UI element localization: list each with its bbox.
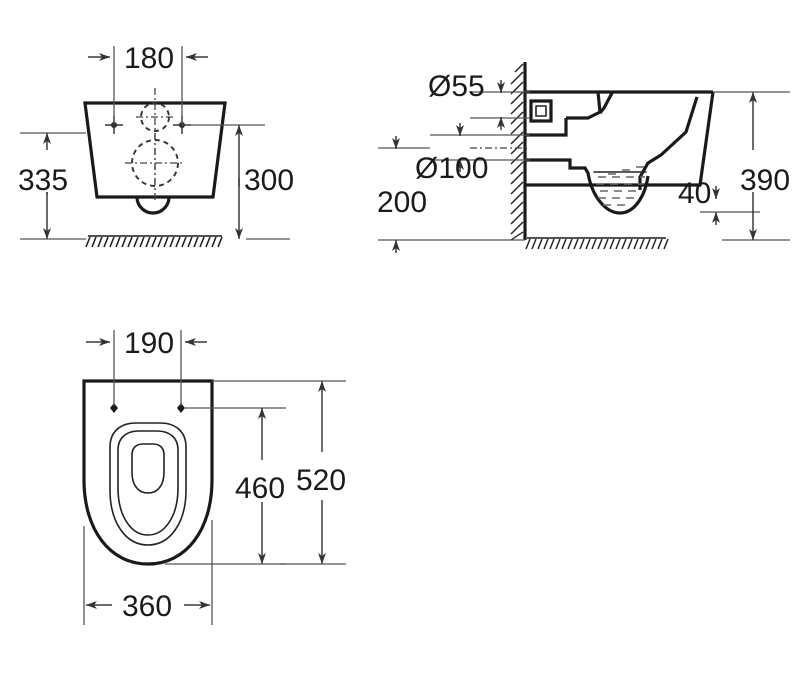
dim-front-300: 300 (182, 124, 314, 240)
top-seat-inner (117, 430, 179, 536)
side-trap-lower (525, 158, 650, 215)
side-outer-profile (611, 91, 715, 187)
side-rim-lip (598, 92, 614, 114)
top-bolt-hole-right (177, 403, 185, 413)
dim-top-460: 460 (165, 407, 298, 565)
dim-top-190-label: 190 (124, 327, 174, 360)
side-bowl-inner-profile (638, 96, 699, 190)
dim-side-40: 40 (678, 177, 760, 225)
top-flush-opening (131, 443, 165, 494)
dim-top-520: 520 (212, 380, 360, 565)
dim-side-390: 390 (713, 91, 800, 241)
front-pan-outline (83, 101, 227, 199)
dim-top-190: 190 (86, 327, 207, 360)
dim-top-360: 360 (83, 520, 213, 625)
dim-front-300-label: 300 (244, 164, 294, 197)
top-pan-outline (82, 379, 214, 566)
front-outlet-circle (131, 139, 179, 187)
dim-side-d55-label: Ø55 (428, 70, 485, 103)
side-flush-inlet (529, 99, 553, 123)
dim-front-180-label: 180 (124, 42, 174, 75)
dim-side-390-label: 390 (740, 164, 790, 197)
dim-top-520-label: 520 (296, 464, 346, 497)
front-outlet-bulge (135, 196, 171, 215)
side-wall-hatch (510, 63, 524, 241)
dim-side-d100: Ø100 (415, 123, 530, 185)
top-plan-view: 190 360 460 (82, 327, 360, 625)
side-water-hatch (596, 166, 645, 206)
top-seat-outer (109, 422, 187, 546)
dim-top-460-label: 460 (235, 472, 285, 505)
side-rim-shelf (566, 91, 602, 120)
side-trap-profile (525, 118, 568, 137)
dim-front-180: 180 (88, 42, 208, 75)
side-floor-hatch (525, 237, 669, 250)
dim-side-40-label: 40 (678, 177, 711, 210)
dim-side-d55: Ø55 (428, 70, 530, 130)
side-section-view: Ø55 Ø100 200 (377, 62, 800, 253)
front-elevation-view: 180 335 300 (16, 42, 314, 248)
dim-side-d100-label: Ø100 (415, 152, 488, 185)
dim-front-335: 335 (16, 132, 88, 240)
dim-side-200-label: 200 (377, 186, 427, 219)
dim-side-200: 200 (377, 136, 525, 253)
front-floor-hatch (85, 235, 223, 248)
dim-front-335-label: 335 (18, 164, 68, 197)
dim-top-360-label: 360 (122, 590, 172, 623)
top-bolt-hole-left (110, 403, 118, 413)
